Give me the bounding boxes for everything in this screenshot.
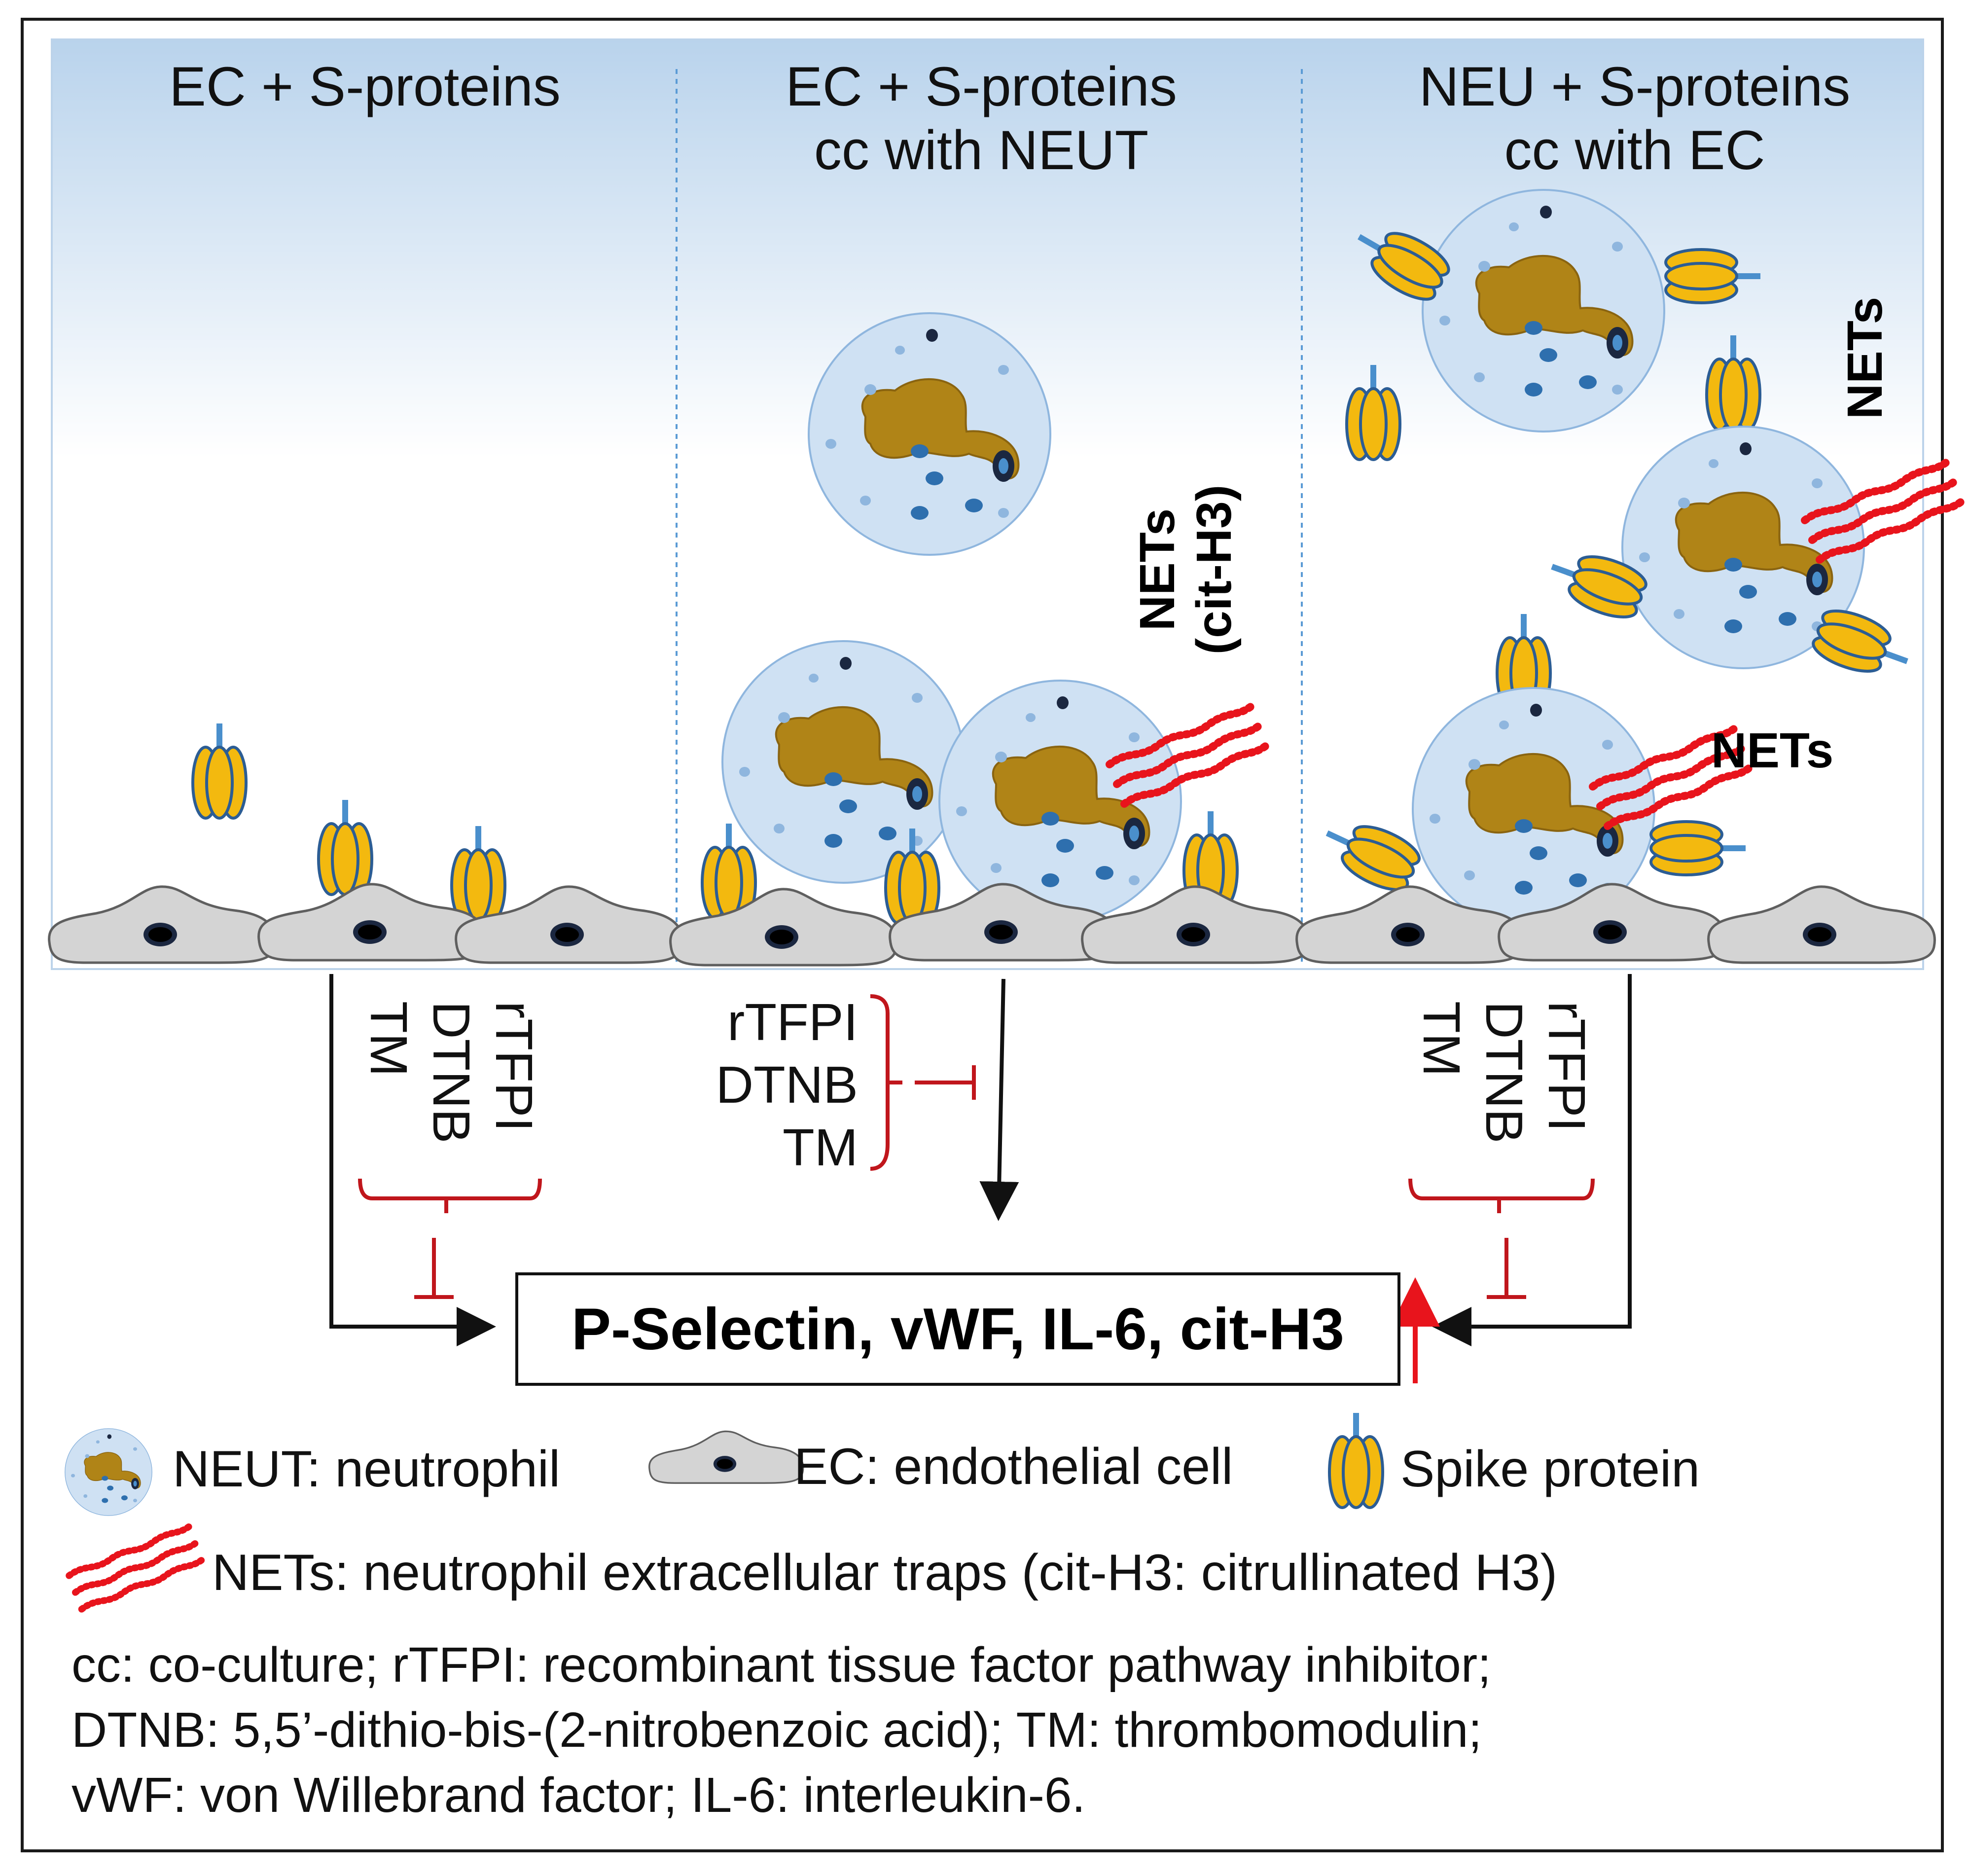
legend-spike: Spike protein xyxy=(1400,1441,1700,1498)
inhibitor-list-left: rTFPI DTNB TM xyxy=(357,1001,545,1144)
nets-label-panel2: NETs (cit-H3) xyxy=(1129,464,1243,676)
result-box: P-Selectin, vWF, IL-6, cit-H3 xyxy=(515,1272,1400,1386)
inhibitor-tm: TM xyxy=(782,1118,858,1177)
inhibitor-rtfpi: rTFPI xyxy=(727,993,858,1051)
neutrophil-icon xyxy=(938,680,1182,923)
figure-frame xyxy=(21,18,1944,1852)
legend-nets: NETs: neutrophil extracellular traps (ci… xyxy=(212,1544,1558,1601)
neutrophil-icon xyxy=(808,312,1051,556)
arrow-panel2-to-result xyxy=(979,978,1019,1221)
nets-label-panel2-line2: (cit-H3) xyxy=(1186,484,1242,655)
nets-icon xyxy=(69,1525,203,1609)
panel1-title: EC + S-proteins xyxy=(123,55,607,119)
panel3-title-line1: NEU + S-proteins xyxy=(1419,56,1851,117)
nets-label-panel2-line1: NETs xyxy=(1130,508,1185,631)
inhibitor-bracket-left xyxy=(358,1178,542,1299)
inhibitor-dtnb: DTNB xyxy=(716,1056,858,1115)
arrow-panel3-to-result xyxy=(1432,974,1632,1346)
inhibitor-bracket-right xyxy=(1408,1178,1595,1299)
panel3-title-line2: cc with EC xyxy=(1504,119,1765,181)
legend-ec: EC: endothelial cell xyxy=(794,1438,1233,1495)
panel1-title-line1: EC + S-proteins xyxy=(169,56,561,117)
result-text: P-Selectin, vWF, IL-6, cit-H3 xyxy=(572,1296,1344,1362)
neutrophil-icon xyxy=(1422,189,1665,433)
inhibitor-dtnb: DTNB xyxy=(1474,1001,1533,1144)
nets-label-panel3-top: NETs xyxy=(1837,296,1893,419)
footnote-line3: vWF: von Willebrand factor; IL-6: interl… xyxy=(72,1768,1086,1823)
inhibitor-rtfpi: rTFPI xyxy=(485,1001,543,1132)
endothelial-cell-icon xyxy=(648,1430,804,1484)
inhibitor-tm: TM xyxy=(359,1001,418,1077)
inhibitor-tm: TM xyxy=(1412,1001,1470,1077)
arrow-panel1-to-result xyxy=(329,974,496,1346)
nets-label-panel3-mid: NETs xyxy=(1711,723,1834,778)
inhibitor-list-middle: rTFPI DTNB TM xyxy=(690,991,858,1180)
panel2-title: EC + S-proteins cc with NEUT xyxy=(740,55,1223,182)
legend-neut: NEUT: neutrophil xyxy=(173,1441,561,1498)
panel2-title-line2: cc with NEUT xyxy=(814,119,1149,181)
neutrophil-icon xyxy=(65,1428,152,1516)
inhibitor-list-right: rTFPI DTNB TM xyxy=(1409,1001,1598,1144)
footnote-line1: cc: co-culture; rTFPI: recombinant tissu… xyxy=(72,1637,1491,1693)
neutrophil-icon xyxy=(721,640,965,884)
inhibitor-bracket-middle xyxy=(870,994,976,1171)
inhibitor-rtfpi: rTFPI xyxy=(1538,1001,1596,1132)
footnote-line2: DTNB: 5,5’-dithio-bis-(2-nitrobenzoic ac… xyxy=(72,1702,1482,1758)
footnote: cc: co-culture; rTFPI: recombinant tissu… xyxy=(72,1632,1491,1828)
panel3-title: NEU + S-proteins cc with EC xyxy=(1381,55,1889,182)
inhibitor-dtnb: DTNB xyxy=(422,1001,480,1144)
panel2-title-line1: EC + S-proteins xyxy=(786,56,1177,117)
spike-protein-icon xyxy=(1329,1413,1383,1508)
